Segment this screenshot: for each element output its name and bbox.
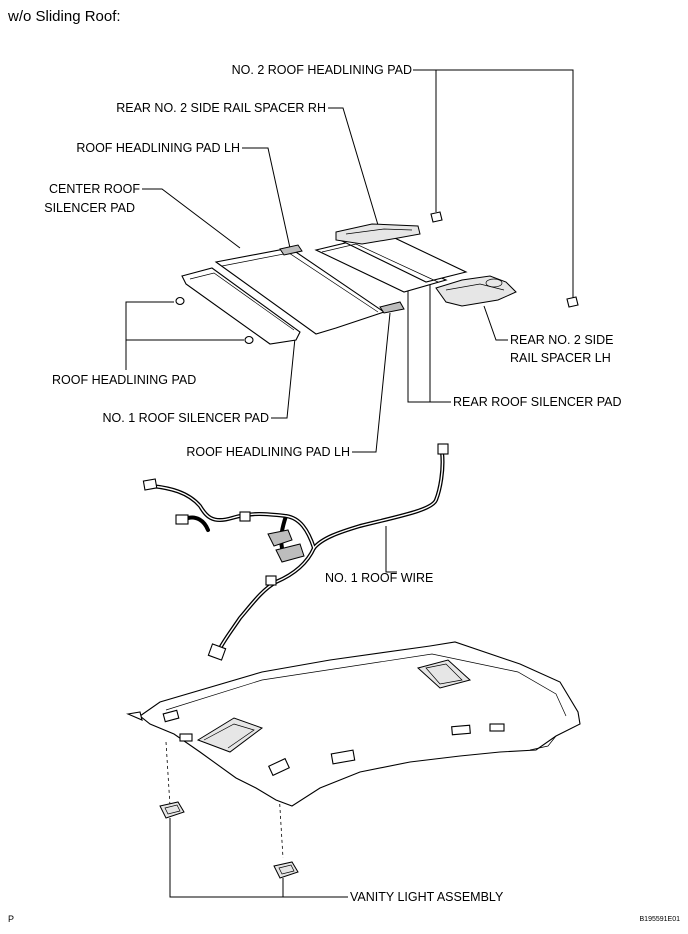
label-no2-roof-headlining-pad: NO. 2 ROOF HEADLINING PAD [232,63,412,77]
roof-headliner-shape [126,641,581,807]
label-center-roof-silencer-pad-line1: CENTER ROOF [49,182,140,196]
label-roof-headlining-pad-lh-bottom: ROOF HEADLINING PAD LH [186,445,350,459]
no2-roof-headlining-pad-shapes [430,211,579,308]
no1-roof-wire-shape [142,443,449,661]
footer-figure-code: B195591E01 [640,916,681,923]
rear-roof-silencer-pad-shape [314,230,468,293]
rear-no2-side-rail-spacer-lh-shape [435,275,517,307]
roof-headlining-pad-shapes [175,296,254,345]
label-no1-roof-silencer-pad: NO. 1 ROOF SILENCER PAD [103,411,269,425]
leader-lines [125,69,574,898]
footer-left-code: P [8,914,14,924]
label-no1-roof-wire: NO. 1 ROOF WIRE [325,571,433,585]
label-vanity-light-assembly: VANITY LIGHT ASSEMBLY [350,890,504,904]
rear-no2-side-rail-spacer-rh-shape [335,223,421,245]
roof-headlining-pad-lh-shapes [279,244,405,314]
label-rear-no2-side-rail-spacer-lh-line1: REAR NO. 2 SIDE [510,333,614,347]
label-roof-headlining-pad-lh-top: ROOF HEADLINING PAD LH [76,141,240,155]
no1-roof-silencer-pad-shape [181,267,301,345]
callout-labels: NO. 2 ROOF HEADLINING PAD REAR NO. 2 SID… [44,63,621,904]
vanity-light-assembly-shapes [159,801,299,879]
label-rear-no2-side-rail-spacer-rh: REAR NO. 2 SIDE RAIL SPACER RH [116,101,326,115]
label-rear-roof-silencer-pad: REAR ROOF SILENCER PAD [453,395,622,409]
label-roof-headlining-pad: ROOF HEADLINING PAD [52,373,196,387]
label-center-roof-silencer-pad-line2: SILENCER PAD [44,201,135,215]
label-rear-no2-side-rail-spacer-lh-line2: RAIL SPACER LH [510,351,611,365]
diagram-title: w/o Sliding Roof: [7,8,121,25]
